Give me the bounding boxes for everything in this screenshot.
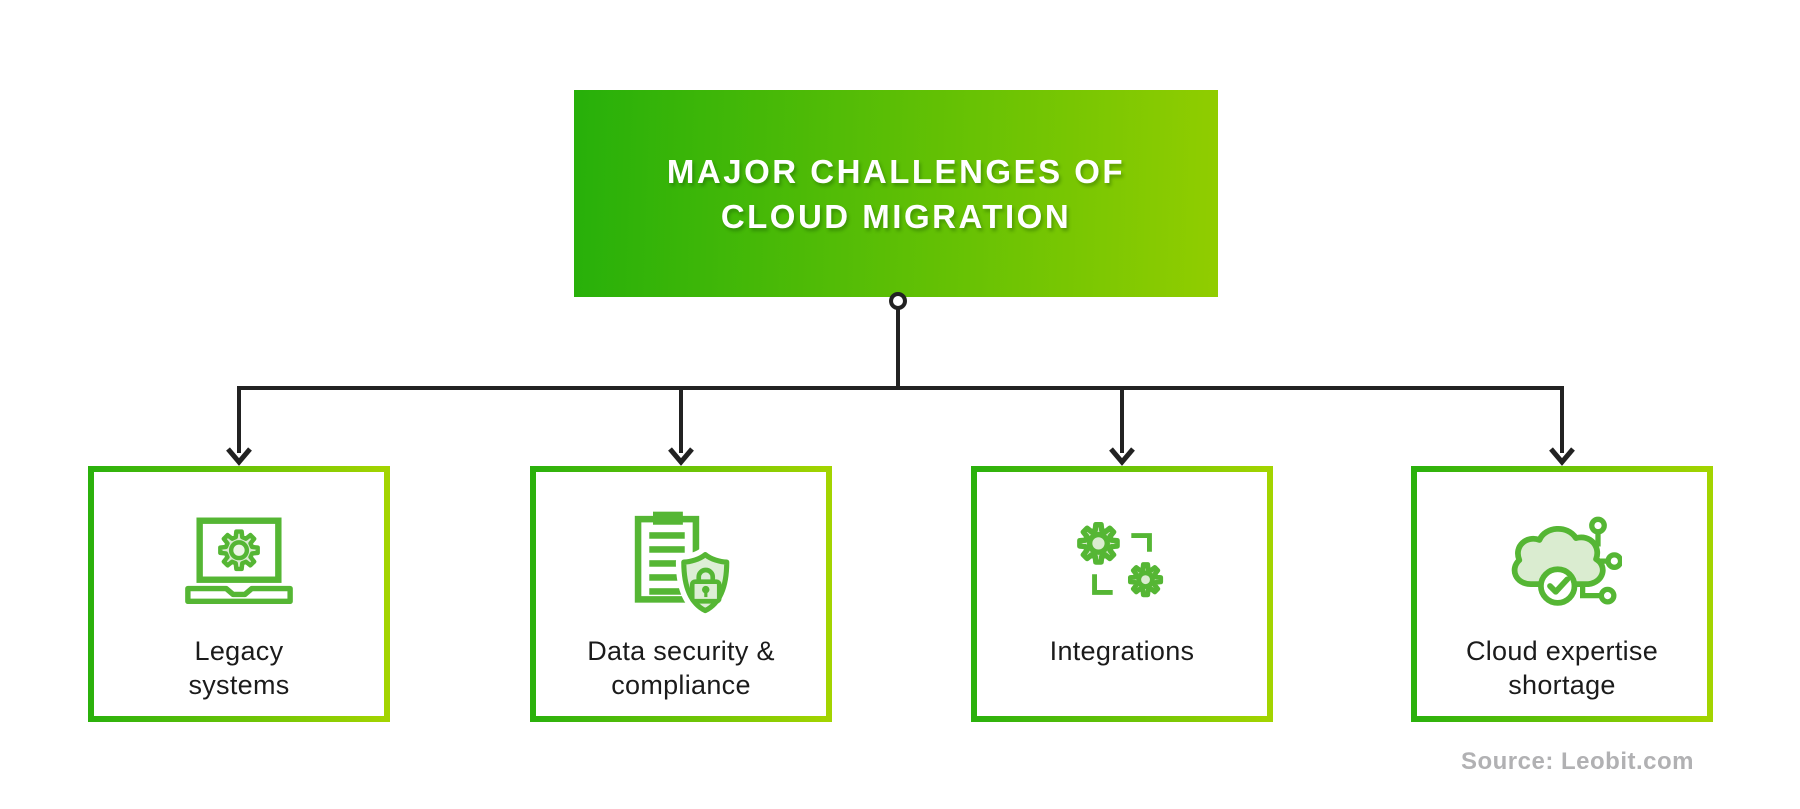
header-box: MAJOR CHALLENGES OF CLOUD MIGRATION	[574, 90, 1218, 297]
challenge-label: Cloud expertise shortage	[1466, 634, 1658, 702]
arrowhead-icon	[1109, 447, 1135, 466]
label-line: Data security &	[587, 636, 775, 666]
arrowhead-icon	[226, 447, 252, 466]
challenge-card-cloud-expertise-shortage: Cloud expertise shortage	[1411, 466, 1713, 722]
connector-origin-dot	[889, 292, 907, 310]
challenge-label: Legacy systems	[188, 634, 289, 702]
label-line: compliance	[611, 670, 751, 700]
connector-rail	[237, 386, 1564, 453]
gears-sync-icon	[1063, 506, 1181, 620]
label-line: Integrations	[1049, 636, 1195, 666]
label-line: Legacy	[194, 636, 284, 666]
cloud-network-check-icon	[1502, 506, 1622, 620]
label-line: systems	[188, 670, 290, 700]
challenge-card-data-security-compliance: Data security & compliance	[530, 466, 832, 722]
challenge-card-legacy-systems: Legacy systems	[88, 466, 390, 722]
clipboard-shield-lock-icon	[625, 506, 737, 620]
source-credit: Source: Leobit.com	[1460, 748, 1694, 775]
page-title-line-1: MAJOR CHALLENGES OF	[666, 152, 1126, 190]
challenge-label: Data security & compliance	[587, 634, 775, 702]
challenge-label: Integrations	[1050, 634, 1195, 668]
arrowhead-icon	[1549, 447, 1575, 466]
challenge-card-integrations: Integrations	[971, 466, 1273, 722]
arrowhead-icon	[668, 447, 694, 466]
label-line: shortage	[1508, 670, 1616, 700]
label-line: Cloud expertise	[1465, 636, 1659, 666]
laptop-gear-icon	[180, 506, 298, 620]
page-title-line-2: CLOUD MIGRATION	[720, 197, 1072, 235]
